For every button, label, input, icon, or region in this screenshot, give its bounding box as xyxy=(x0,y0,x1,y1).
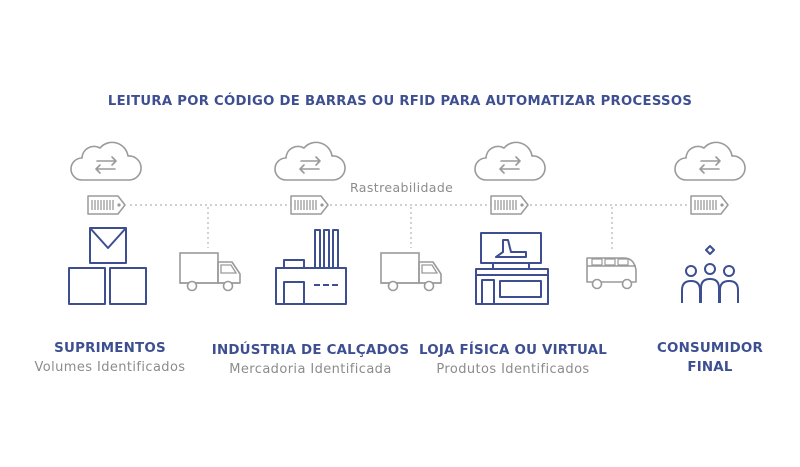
boxes-icon xyxy=(68,227,147,305)
factory-icon xyxy=(275,229,347,305)
stage-subtitle: Volumes Identificados xyxy=(34,360,186,375)
cloud-sync-icon xyxy=(70,141,142,181)
stage-subtitle: Produtos Identificados xyxy=(436,362,590,377)
cloud-sync-icon xyxy=(474,141,546,181)
stage-subtitle: Mercadoria Identificada xyxy=(229,362,392,377)
cloud-sync-icon xyxy=(674,141,746,181)
rfid-tag-icon xyxy=(290,195,329,215)
people-icon xyxy=(681,245,739,303)
rfid-tag-icon xyxy=(87,195,126,215)
rfid-tag-icon xyxy=(690,195,729,215)
rfid-tag-icon xyxy=(490,195,529,215)
traceability-label: Rastreabilidade xyxy=(350,180,454,195)
cloud-sync-icon xyxy=(274,141,346,181)
stage-suprimentos: SUPRIMENTOS Volumes Identificados xyxy=(10,339,210,377)
stage-loja: LOJA FÍSICA OU VIRTUAL Produtos Identifi… xyxy=(408,341,618,379)
diagram-title: LEITURA POR CÓDIGO DE BARRAS OU RFID PAR… xyxy=(107,94,693,109)
stage-name: CONSUMIDOR xyxy=(656,341,764,356)
stage-name-line2: FINAL xyxy=(687,360,733,375)
stage-name: SUPRIMENTOS xyxy=(54,341,166,356)
stage-name: LOJA FÍSICA OU VIRTUAL xyxy=(419,343,607,358)
stage-name: INDÚSTRIA DE CALÇADOS xyxy=(211,343,410,358)
stage-consumidor: CONSUMIDOR FINAL xyxy=(640,339,780,377)
truck-icon xyxy=(380,252,442,292)
stage-industria: INDÚSTRIA DE CALÇADOS Mercadoria Identif… xyxy=(198,341,423,379)
store-icon xyxy=(475,232,549,305)
van-icon xyxy=(586,257,637,290)
truck-icon xyxy=(179,252,241,292)
